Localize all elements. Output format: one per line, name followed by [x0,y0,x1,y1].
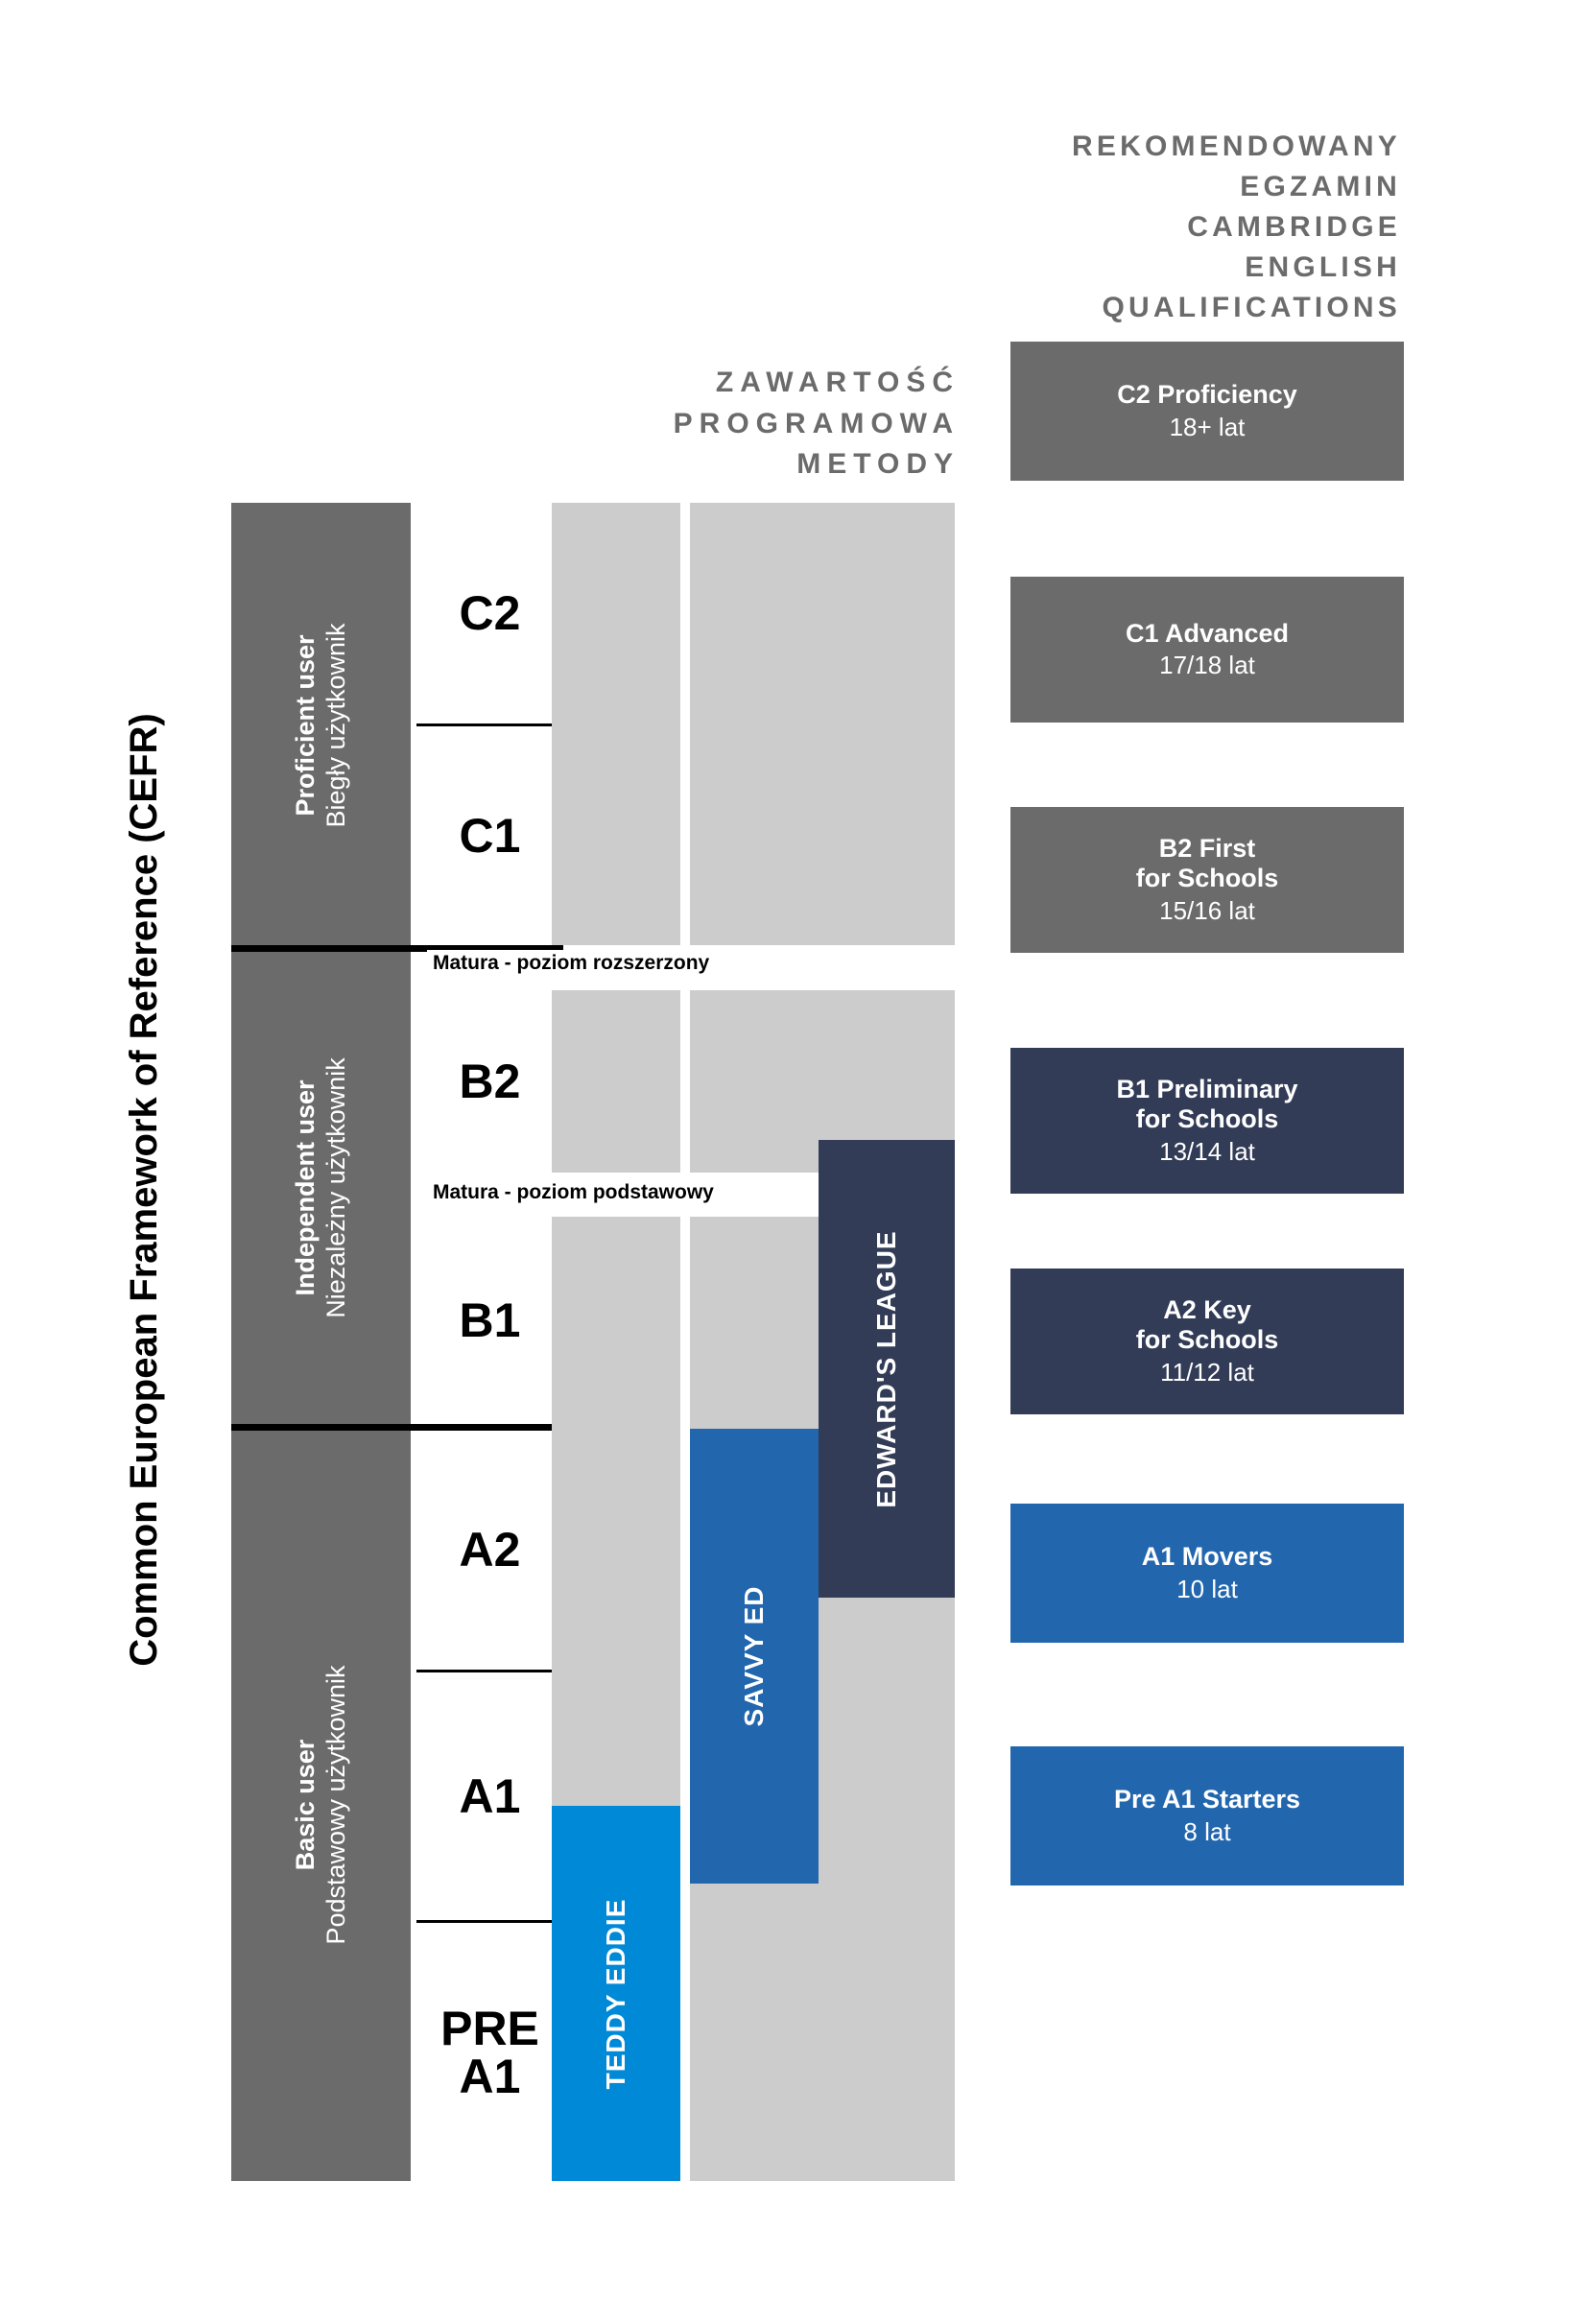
level-cell-b2: B2 [416,990,563,1173]
level-cell-c2: C2 [416,503,563,723]
exam-header: REKOMENDOWANY EGZAMIN CAMBRIDGE ENGLISH … [988,127,1401,328]
level-rule-c2-c1 [416,723,563,726]
level-cell-c1: C1 [416,726,563,945]
user-band-basic-en: Basic user [290,1739,320,1871]
level-label-c2: C2 [459,586,521,640]
band-separator-independent-basic [231,1424,563,1431]
user-band-proficient-pl: Biegły użytkownik [321,622,350,828]
exam-header-line-3: CAMBRIDGE [1187,211,1401,243]
level-label-pre-a1-line-2: A1 [459,2049,521,2103]
level-label-a2: A2 [459,1522,521,1577]
exam-box-b2-first-name-line-1: B2 First [1158,834,1256,864]
exam-box-c1-advanced[interactable]: C1 Advanced 17/18 lat [1010,577,1404,723]
exam-box-a2-key-name-line-2: for Schools [1135,1325,1279,1355]
exam-box-a1-movers-name: A1 Movers [1141,1542,1273,1572]
level-label-b2: B2 [459,1055,521,1108]
exam-box-pre-a1-starters[interactable]: Pre A1 Starters 8 lat [1010,1746,1404,1885]
programme-header-line-1: ZAWARTOŚĆ [715,367,960,398]
exam-box-b2-first-age: 15/16 lat [1159,895,1255,925]
level-label-a1: A1 [459,1769,521,1823]
programme-bar-edwards-league[interactable]: EDWARD'S LEAGUE [819,1140,955,1598]
level-rule-a2-a1 [416,1670,563,1672]
exam-header-line-1: REKOMENDOWANY [1072,130,1401,162]
exam-box-b1-preliminary-name-line-2: for Schools [1135,1104,1279,1134]
user-band-proficient-label: Proficient user Biegły użytkownik [291,623,352,827]
programme-header-line-3: METODY [796,448,960,481]
level-label-b1: B1 [459,1293,521,1347]
user-band-independent-label: Independent user Niezależny użytkownik [291,1057,352,1318]
level-label-c1: C1 [459,809,521,863]
exam-box-c1-advanced-age: 17/18 lat [1159,651,1255,680]
exam-box-c2-proficiency-name: C2 Proficiency [1117,380,1297,410]
programme-col3-segment-upper [819,503,955,945]
exam-box-a2-key-name-line-1: A2 Key [1163,1295,1251,1325]
user-band-basic: Basic user Podstawowy użytkownik [231,1429,411,2181]
matura-rozszerzony-label: Matura - poziom rozszerzony [427,950,716,977]
programme-header: ZAWARTOŚĆ PROGRAMOWA METODY [403,363,960,486]
exam-box-c2-proficiency[interactable]: C2 Proficiency 18+ lat [1010,342,1404,481]
level-cell-a1: A1 [416,1672,563,1920]
exam-box-b1-preliminary-name-line-1: B1 Preliminary [1116,1075,1298,1104]
exam-box-a2-key[interactable]: A2 Key for Schools 11/12 lat [1010,1269,1404,1414]
programme-col1-segment-upper [552,503,680,945]
exam-box-b2-first[interactable]: B2 First for Schools 15/16 lat [1010,807,1404,953]
programme-col2-segment-upper [690,503,819,945]
programme-bar-teddy-eddie[interactable]: TEDDY EDDIE [552,1806,680,2181]
user-band-basic-pl: Podstawowy użytkownik [321,1665,350,1945]
level-label-pre-a1-line-1: PRE [440,2001,539,2055]
band-separator-proficient-independent [231,945,563,952]
level-rule-a1-pre-a1 [416,1920,563,1923]
exam-box-b2-first-name-line-2: for Schools [1135,864,1279,893]
exam-box-pre-a1-starters-age: 8 lat [1183,1816,1231,1846]
exam-box-c2-proficiency-age: 18+ lat [1169,412,1246,441]
exam-box-pre-a1-starters-name: Pre A1 Starters [1113,1785,1301,1814]
page-title: Common European Framework of Reference (… [122,713,165,1667]
user-band-proficient: Proficient user Biegły użytkownik [231,503,411,947]
user-band-independent-en: Independent user [290,1079,320,1296]
exam-header-line-4: ENGLISH [1245,251,1401,283]
exam-header-line-2: EGZAMIN [1240,171,1401,202]
level-cell-b1: B1 [416,1217,563,1424]
programme-bar-savvy-ed-label: SAVVY ED [739,1585,769,1727]
user-band-independent-pl: Niezależny użytkownik [321,1057,350,1318]
exam-box-a1-movers[interactable]: A1 Movers 10 lat [1010,1504,1404,1643]
programme-bar-teddy-eddie-label: TEDDY EDDIE [601,1898,630,2089]
exam-box-a1-movers-age: 10 lat [1176,1574,1238,1603]
exam-header-line-5: QUALIFICATIONS [1102,292,1401,323]
user-band-basic-label: Basic user Podstawowy użytkownik [291,1665,352,1944]
level-cell-pre-a1: PRE A1 [416,1923,563,2181]
exam-box-a2-key-age: 11/12 lat [1160,1357,1254,1387]
programme-col2-segment-mid [690,990,819,1173]
matura-podstawowy-label: Matura - poziom podstawowy [427,1179,720,1206]
programme-header-line-2: PROGRAMOWA [673,407,960,439]
programme-col1-segment-mid [552,990,680,1173]
user-band-independent: Independent user Niezależny użytkownik [231,949,411,1427]
exam-box-c1-advanced-name: C1 Advanced [1125,618,1290,648]
programme-bar-savvy-ed[interactable]: SAVVY ED [690,1429,819,1884]
exam-box-b1-preliminary-age: 13/14 lat [1159,1136,1255,1166]
exam-box-b1-preliminary[interactable]: B1 Preliminary for Schools 13/14 lat [1010,1048,1404,1194]
level-cell-a2: A2 [416,1429,563,1670]
user-band-proficient-en: Proficient user [290,633,320,817]
programme-bar-edwards-league-label: EDWARD'S LEAGUE [871,1229,901,1508]
